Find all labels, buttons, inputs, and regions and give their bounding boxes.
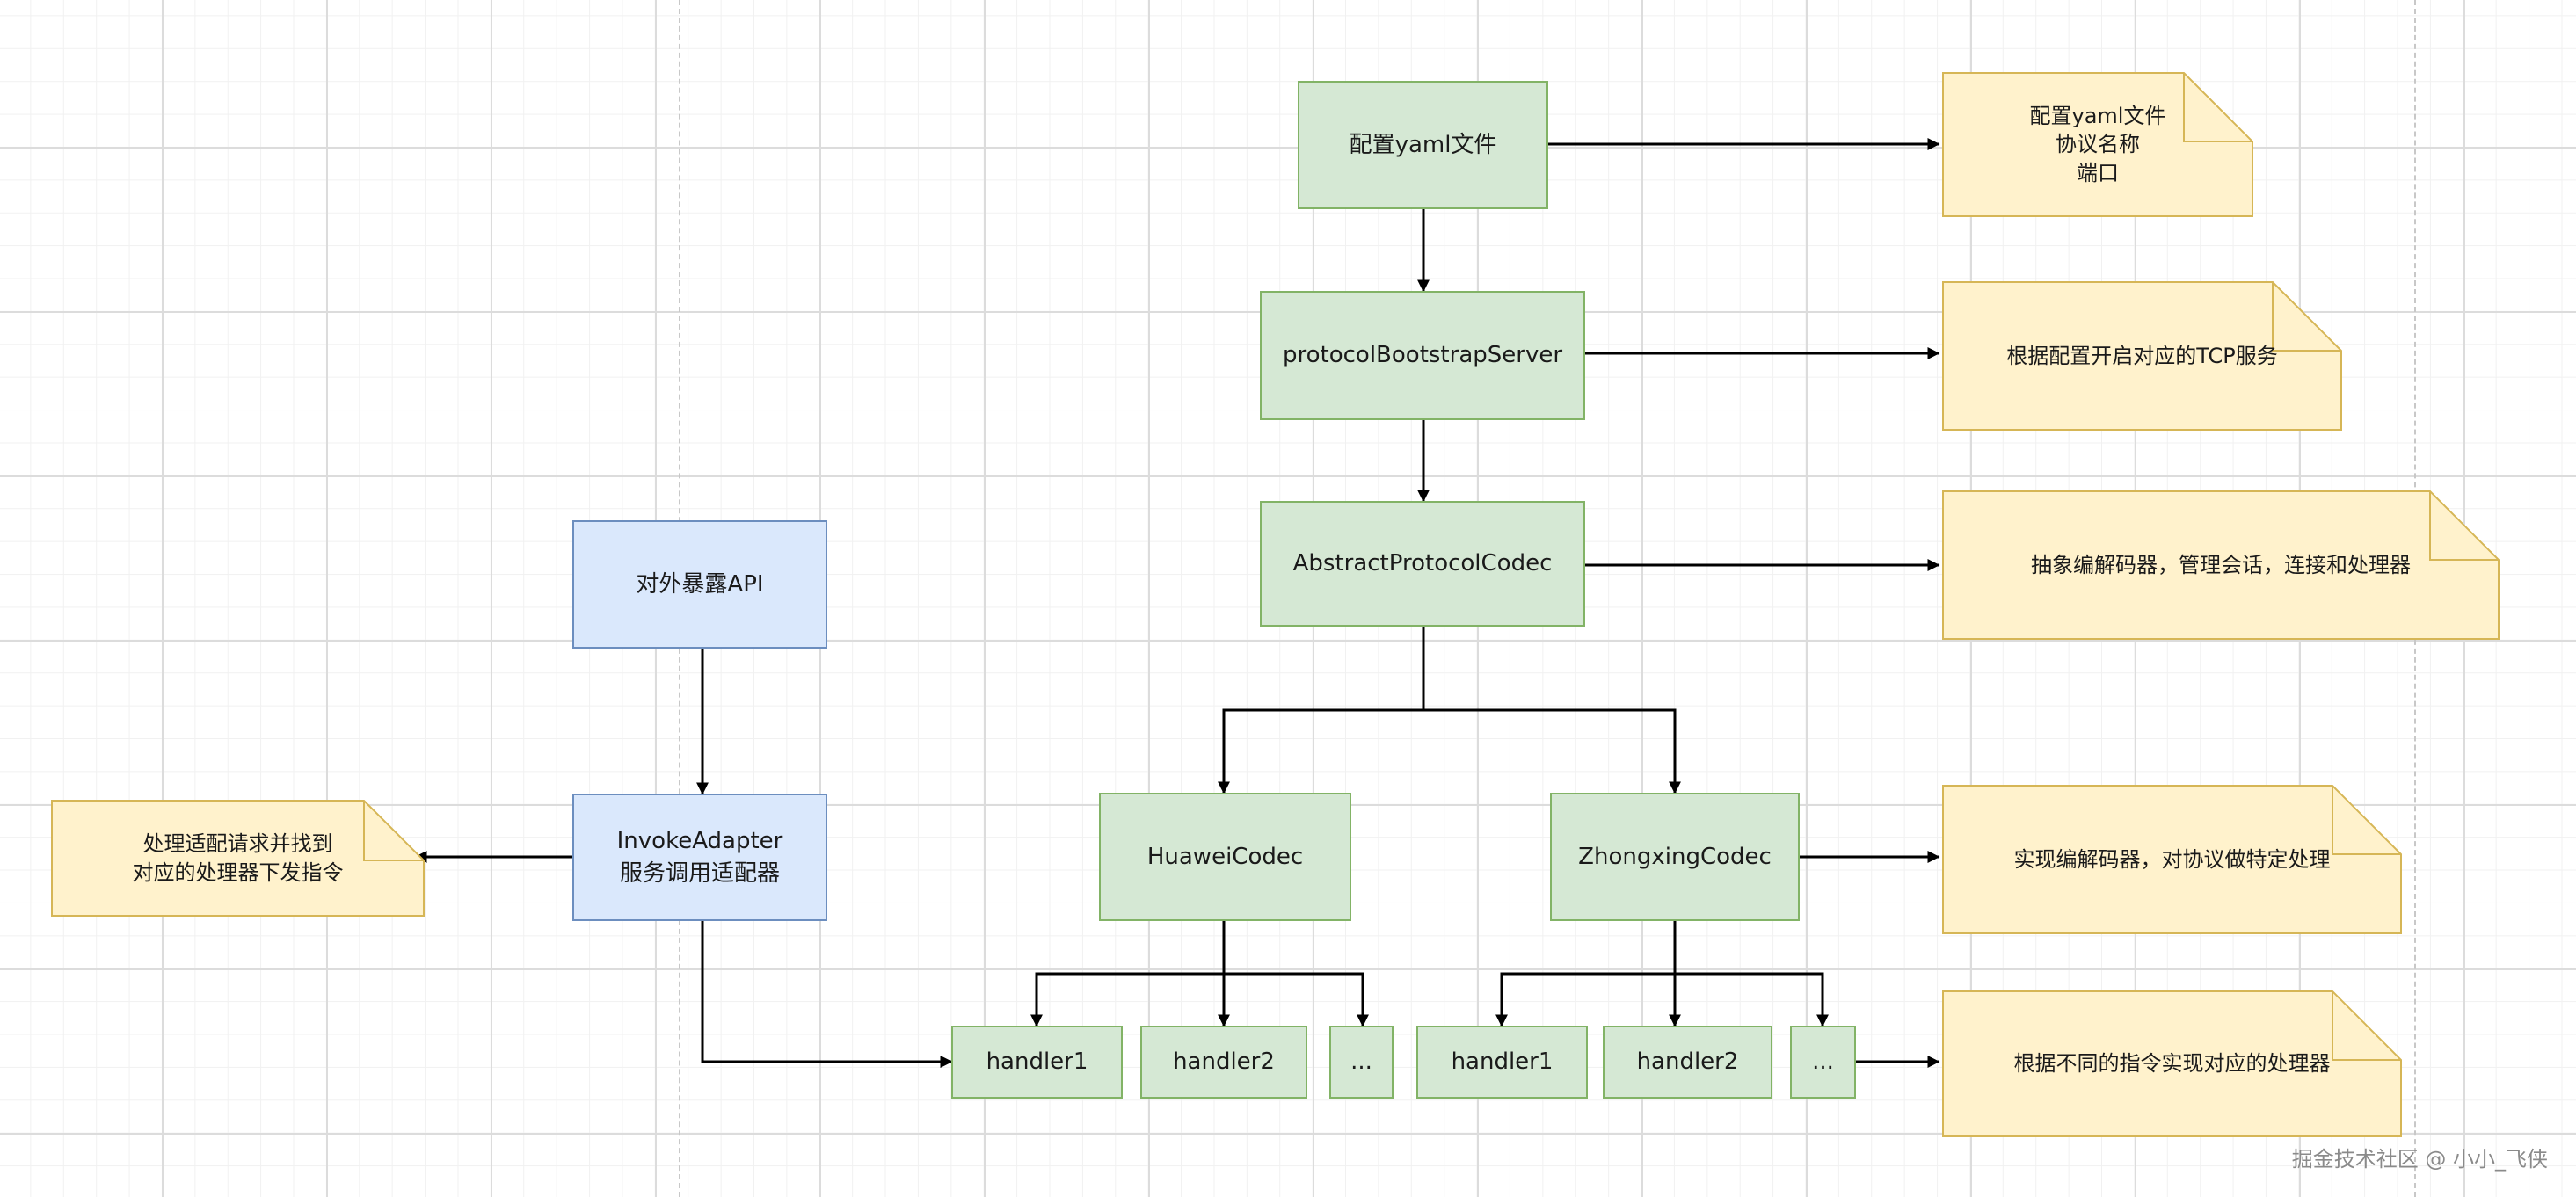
- abstract-codec-label: AbstractProtocolCodec: [1292, 550, 1553, 577]
- protocol-bootstrap-server-node[interactable]: protocolBootstrapServer: [1260, 291, 1585, 420]
- note-handlers-text: 根据不同的指令实现对应的处理器: [2013, 1051, 2331, 1077]
- handler-node[interactable]: handler1: [1416, 1026, 1588, 1099]
- note-invoke-adapter-text: 处理适配请求并找到 对应的处理器下发指令: [132, 831, 344, 885]
- handler-label: handler1: [986, 1048, 1088, 1076]
- handler-label: handler2: [1636, 1048, 1739, 1076]
- zhongxing-codec-label: ZhongxingCodec: [1578, 843, 1772, 870]
- note-codecs-text: 实现编解码器，对协议做特定处理: [2013, 846, 2331, 872]
- edge-abstract-to-huawei: [1218, 627, 1425, 794]
- note-codecs[interactable]: 实现编解码器，对协议做特定处理: [1942, 785, 2402, 934]
- handler-node[interactable]: handler2: [1140, 1026, 1307, 1099]
- handler-label: handler1: [1451, 1048, 1554, 1076]
- edge-abstract-to-zhongxing: [1423, 708, 1681, 794]
- invoke-adapter-node[interactable]: InvokeAdapter 服务调用适配器: [572, 794, 827, 921]
- note-shape: [1942, 281, 2342, 431]
- note-bootstrap-server-text: 根据配置开启对应的TCP服务: [2006, 343, 2278, 368]
- invoke-adapter-label: InvokeAdapter 服务调用适配器: [616, 828, 783, 887]
- handler-ellipsis-label: ...: [1812, 1048, 1834, 1076]
- edge-zhongxing-to-ellipsis: [1675, 972, 1829, 1027]
- note-bootstrap-server[interactable]: 根据配置开启对应的TCP服务: [1942, 281, 2342, 431]
- bootstrap-server-label: protocolBootstrapServer: [1282, 342, 1563, 369]
- note-invoke-adapter[interactable]: 处理适配请求并找到 对应的处理器下发指令: [51, 800, 425, 917]
- note-shape: [1942, 490, 2500, 640]
- note-shape: [1942, 990, 2402, 1137]
- huawei-codec-node[interactable]: HuaweiCodec: [1099, 793, 1351, 921]
- external-api-node[interactable]: 对外暴露API: [572, 520, 827, 649]
- handler-ellipsis-label: ...: [1350, 1048, 1372, 1076]
- note-shape: [51, 800, 425, 917]
- handler-ellipsis-node[interactable]: ...: [1329, 1026, 1394, 1099]
- huawei-codec-label: HuaweiCodec: [1146, 843, 1304, 870]
- edge-huawei-to-handlers: [1030, 921, 1226, 1027]
- watermark: 掘金技术社区 @ 小小_飞侠: [2291, 1147, 2548, 1172]
- note-handlers[interactable]: 根据不同的指令实现对应的处理器: [1942, 990, 2402, 1137]
- edge-huawei-to-ellipsis: [1224, 972, 1369, 1027]
- handler-node[interactable]: handler1: [951, 1026, 1123, 1099]
- config-yaml-node[interactable]: 配置yaml文件: [1298, 81, 1548, 209]
- note-config-yaml[interactable]: 配置yaml文件 协议名称 端口: [1942, 72, 2253, 217]
- config-yaml-label: 配置yaml文件: [1349, 131, 1497, 158]
- handler-label: handler2: [1173, 1048, 1275, 1076]
- note-config-yaml-text: 配置yaml文件 协议名称 端口: [2029, 103, 2166, 185]
- note-shape: [1942, 785, 2402, 934]
- edge-adapter-to-handler1: [701, 921, 953, 1068]
- note-shape: [1942, 72, 2253, 217]
- external-api-label: 对外暴露API: [636, 570, 764, 598]
- note-abstract-codec-text: 抽象编解码器，管理会话，连接和处理器: [2031, 552, 2411, 577]
- note-abstract-codec[interactable]: 抽象编解码器，管理会话，连接和处理器: [1942, 490, 2500, 640]
- zhongxing-codec-node[interactable]: ZhongxingCodec: [1550, 793, 1800, 921]
- edge-zhongxing-to-handlers: [1495, 921, 1677, 1027]
- handler-node[interactable]: handler2: [1603, 1026, 1772, 1099]
- handler-ellipsis-node[interactable]: ...: [1790, 1026, 1856, 1099]
- abstract-protocol-codec-node[interactable]: AbstractProtocolCodec: [1260, 501, 1585, 627]
